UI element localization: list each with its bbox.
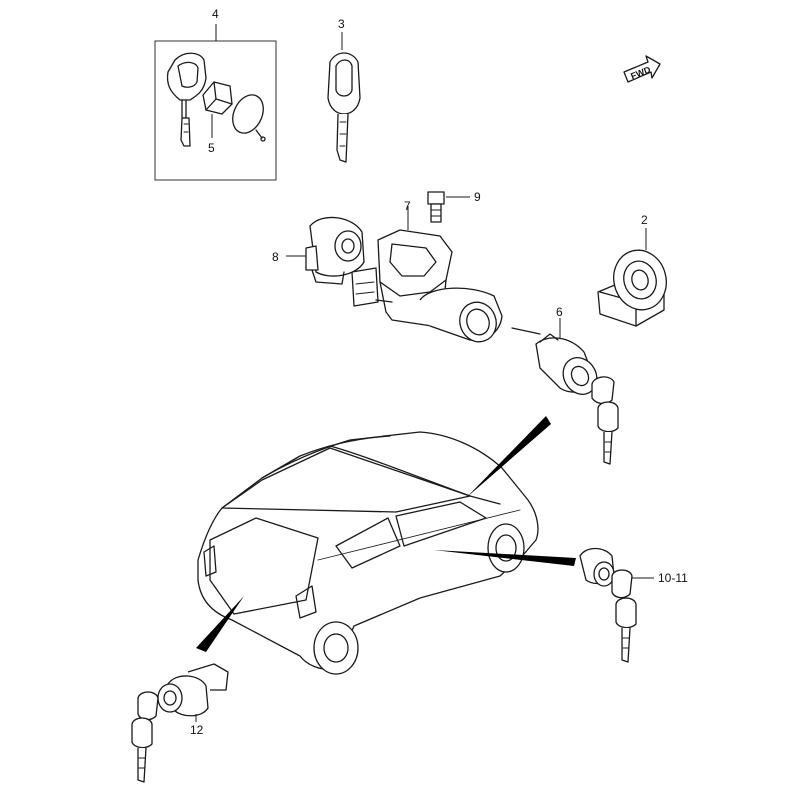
hatchback-car-outline [197,431,539,675]
callout-5: 5 [208,141,215,155]
key-3: 3 [327,17,361,163]
bolt-9: 9 [427,190,481,223]
callout-10-11: 10-11 [658,571,688,585]
door-lock-cylinder-10-11: 10-11 [579,547,688,587]
tailgate-lock-cylinder-12: 12 [157,663,229,737]
door-lock-keys [611,569,637,663]
fwd-label: FWD [629,64,652,81]
callout-6: 6 [556,305,563,319]
steering-lock-housing-7: 7 [351,199,503,343]
key-blank-4 [166,52,207,147]
callout-3: 3 [338,17,345,31]
callout-8: 8 [272,250,279,264]
ignition-keys [591,376,619,465]
callout-9: 9 [474,190,481,204]
fwd-direction-badge: FWD [623,55,661,83]
key-kit-group: 4 5 [154,7,277,181]
pointer-tailgate-lock [196,596,244,652]
ignition-cylinder-6: 6 [511,305,598,395]
callout-2: 2 [641,213,648,227]
ignition-switch-8: 8 [272,216,365,285]
lock-housing-2: 2 [597,213,667,327]
tailgate-lock-keys [131,691,159,783]
callout-7: 7 [404,199,411,213]
pointer-door-lock [434,550,576,566]
key-cover-disc [232,94,266,142]
transponder-chip-5 [202,81,233,115]
callout-4: 4 [212,7,219,21]
callout-12: 12 [190,723,204,737]
pointer-ignition [466,416,551,498]
